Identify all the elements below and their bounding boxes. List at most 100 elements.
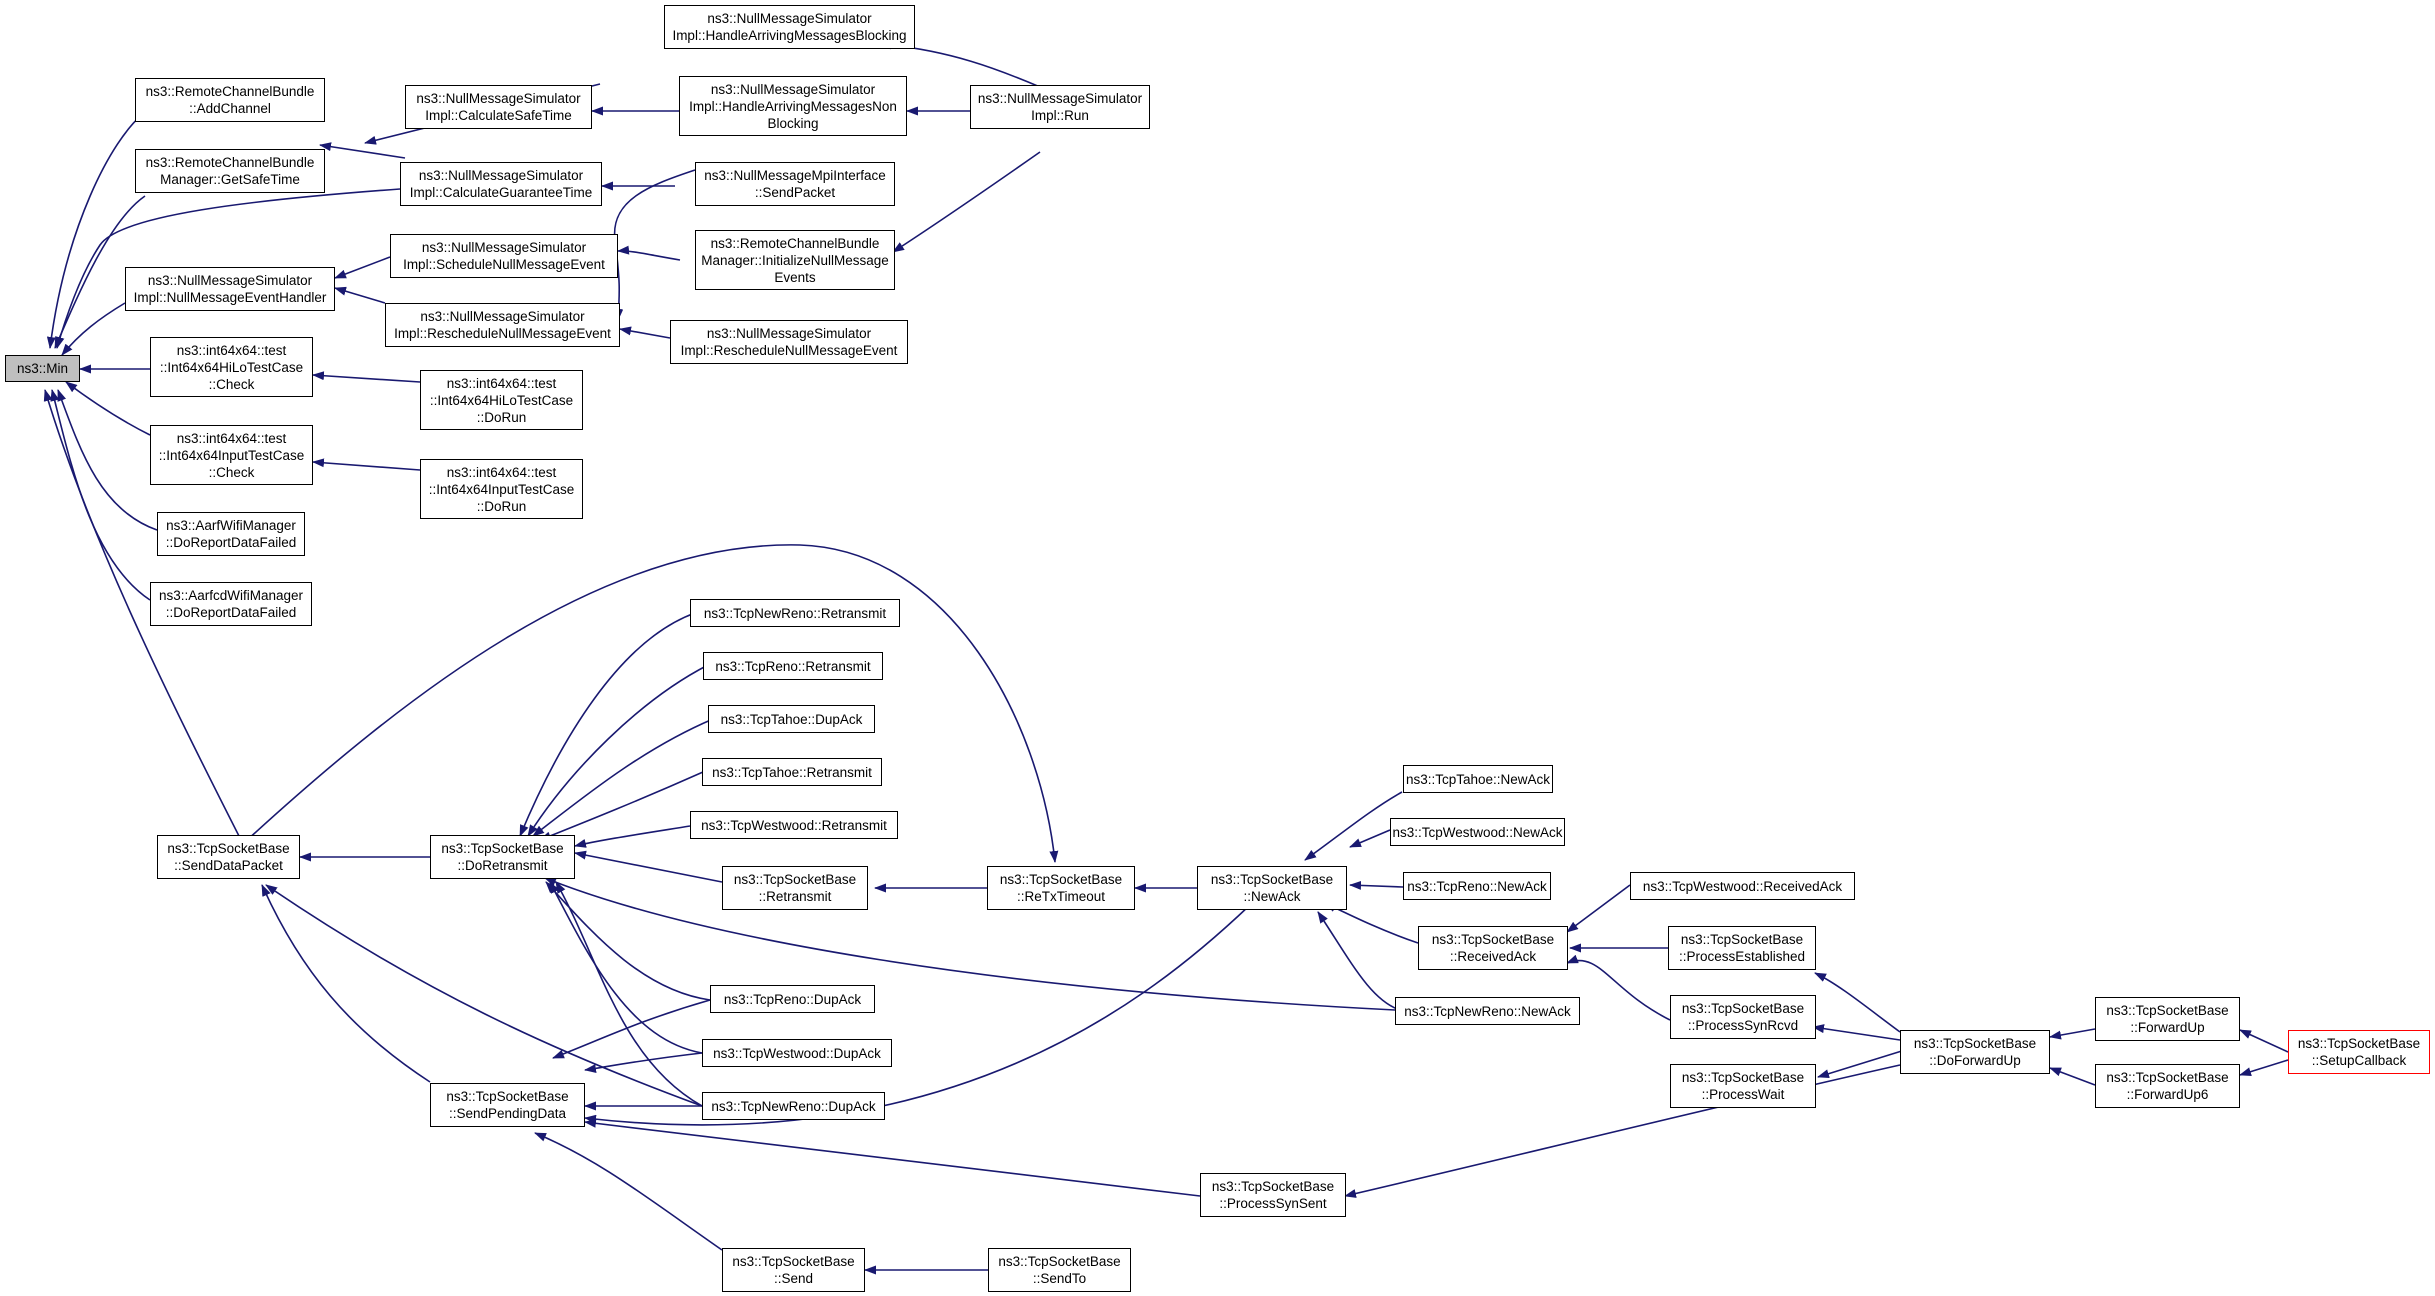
node-tsb-doretransmit[interactable]: ns3::TcpSocketBase ::DoRetransmit bbox=[430, 835, 575, 879]
node-nmsi-reschedule2[interactable]: ns3::NullMessageSimulator Impl::Reschedu… bbox=[670, 320, 908, 364]
node-tsb-sendto[interactable]: ns3::TcpSocketBase ::SendTo bbox=[988, 1248, 1131, 1292]
edge bbox=[2049, 1028, 2096, 1040]
edge bbox=[265, 884, 703, 1107]
node-hilo-check[interactable]: ns3::int64x64::test ::Int64x64HiLoTestCa… bbox=[150, 337, 313, 397]
node-tsb-processsynsent[interactable]: ns3::TcpSocketBase ::ProcessSynSent bbox=[1200, 1173, 1346, 1217]
edge bbox=[312, 458, 421, 471]
node-tsb-newack[interactable]: ns3::TcpSocketBase ::NewAck bbox=[1197, 866, 1347, 910]
node-nmsi-calcguarantee[interactable]: ns3::NullMessageSimulator Impl::Calculat… bbox=[400, 162, 602, 206]
edge bbox=[244, 544, 1059, 863]
node-newreno-dupack[interactable]: ns3::TcpNewReno::DupAck bbox=[702, 1092, 885, 1120]
node-rcbm-initnull[interactable]: ns3::RemoteChannelBundle Manager::Initia… bbox=[695, 230, 895, 290]
node-nmsi-schedule[interactable]: ns3::NullMessageSimulator Impl::Schedule… bbox=[390, 234, 618, 278]
node-nmsi-calcsafetime[interactable]: ns3::NullMessageSimulator Impl::Calculat… bbox=[405, 85, 592, 129]
node-reno-dupack[interactable]: ns3::TcpReno::DupAck bbox=[710, 985, 875, 1013]
edge bbox=[65, 381, 151, 436]
edge bbox=[2239, 1059, 2289, 1077]
node-rcb-addchannel[interactable]: ns3::RemoteChannelBundle ::AddChannel bbox=[135, 78, 325, 122]
node-tsb-receivedack[interactable]: ns3::TcpSocketBase ::ReceivedAck bbox=[1418, 926, 1568, 970]
node-westwood-dupack[interactable]: ns3::TcpWestwood::DupAck bbox=[702, 1039, 892, 1067]
node-tsb-sendpendingdata[interactable]: ns3::TcpSocketBase ::SendPendingData bbox=[430, 1083, 585, 1127]
edge bbox=[532, 718, 714, 837]
edge bbox=[50, 389, 151, 601]
node-newreno-retransmit[interactable]: ns3::TcpNewReno::Retransmit bbox=[690, 599, 900, 627]
edge bbox=[334, 286, 386, 304]
edge bbox=[1349, 880, 1404, 890]
node-min[interactable]: ns3::Min bbox=[5, 355, 80, 382]
edge bbox=[545, 881, 711, 1001]
node-nmsi-eventhandler[interactable]: ns3::NullMessageSimulator Impl::NullMess… bbox=[125, 267, 335, 311]
edge bbox=[574, 850, 723, 883]
node-tsb-setupcallback[interactable]: ns3::TcpSocketBase ::SetupCallback bbox=[2288, 1030, 2430, 1074]
edge bbox=[1304, 791, 1403, 861]
node-westwood-receivedack[interactable]: ns3::TcpWestwood::ReceivedAck bbox=[1630, 872, 1855, 900]
edge bbox=[544, 877, 1396, 1011]
node-tsb-send[interactable]: ns3::TcpSocketBase ::Send bbox=[722, 1248, 865, 1292]
edge bbox=[534, 1132, 723, 1251]
edge bbox=[46, 111, 146, 349]
node-reno-newack[interactable]: ns3::TcpReno::NewAck bbox=[1403, 872, 1551, 900]
edge bbox=[1566, 884, 1631, 933]
edge bbox=[892, 151, 1041, 253]
node-nmmi-sendpacket[interactable]: ns3::NullMessageMpiInterface ::SendPacke… bbox=[695, 162, 895, 206]
node-westwood-retransmit[interactable]: ns3::TcpWestwood::Retransmit bbox=[690, 811, 898, 839]
edge bbox=[1812, 1024, 1901, 1041]
edge bbox=[519, 612, 696, 837]
node-tsb-processwait[interactable]: ns3::TcpSocketBase ::ProcessWait bbox=[1670, 1064, 1816, 1108]
node-aarf-fail[interactable]: ns3::AarfWifiManager ::DoReportDataFaile… bbox=[157, 512, 305, 556]
edge bbox=[584, 904, 1251, 1126]
node-rcbm-getsafetime[interactable]: ns3::RemoteChannelBundle Manager::GetSaf… bbox=[135, 149, 325, 193]
node-input-check[interactable]: ns3::int64x64::test ::Int64x64InputTestC… bbox=[150, 425, 313, 485]
edge bbox=[1349, 829, 1391, 848]
node-tsb-processestablished[interactable]: ns3::TcpSocketBase ::ProcessEstablished bbox=[1668, 926, 1816, 970]
edge bbox=[43, 389, 241, 839]
edge bbox=[617, 245, 681, 261]
edge bbox=[527, 664, 709, 837]
node-tahoe-dupack[interactable]: ns3::TcpTahoe::DupAck bbox=[708, 705, 875, 733]
node-aarfcd-fail[interactable]: ns3::AarfcdWifiManager ::DoReportDataFai… bbox=[150, 582, 312, 626]
node-hilo-dorun[interactable]: ns3::int64x64::test ::Int64x64HiLoTestCa… bbox=[420, 370, 583, 430]
node-input-dorun[interactable]: ns3::int64x64::test ::Int64x64InputTestC… bbox=[420, 459, 583, 519]
node-nmsi-reschedule1[interactable]: ns3::NullMessageSimulator Impl::Reschedu… bbox=[385, 303, 620, 347]
edge bbox=[2049, 1067, 2096, 1086]
node-tsb-senddatapacket[interactable]: ns3::TcpSocketBase ::SendDataPacket bbox=[157, 835, 300, 879]
edge bbox=[1344, 1064, 1901, 1198]
node-tsb-retxtimeout[interactable]: ns3::TcpSocketBase ::ReTxTimeout bbox=[987, 866, 1135, 910]
node-tsb-forwardup6[interactable]: ns3::TcpSocketBase ::ForwardUp6 bbox=[2095, 1064, 2240, 1108]
edge bbox=[539, 771, 704, 841]
node-tsb-forwardup[interactable]: ns3::TcpSocketBase ::ForwardUp bbox=[2095, 997, 2240, 1041]
node-tsb-processsynrcvd[interactable]: ns3::TcpSocketBase ::ProcessSynRcvd bbox=[1670, 995, 1816, 1039]
node-reno-retransmit[interactable]: ns3::TcpReno::Retransmit bbox=[703, 652, 883, 680]
edge bbox=[584, 1052, 703, 1074]
edge bbox=[2239, 1029, 2289, 1053]
node-tahoe-retransmit[interactable]: ns3::TcpTahoe::Retransmit bbox=[702, 758, 882, 786]
node-nmsi-handleblocking[interactable]: ns3::NullMessageSimulator Impl::HandleAr… bbox=[664, 5, 915, 49]
edge bbox=[61, 302, 126, 356]
edge bbox=[574, 825, 691, 848]
node-westwood-newack[interactable]: ns3::TcpWestwood::NewAck bbox=[1390, 818, 1565, 846]
edge bbox=[619, 326, 671, 339]
edge bbox=[555, 881, 703, 1107]
edge bbox=[55, 188, 401, 349]
edge bbox=[57, 389, 158, 531]
edge bbox=[334, 256, 391, 279]
edge bbox=[613, 169, 696, 321]
edge bbox=[261, 884, 431, 1083]
edge bbox=[319, 142, 406, 159]
node-tsb-retransmit[interactable]: ns3::TcpSocketBase ::Retransmit bbox=[722, 866, 868, 910]
edge bbox=[549, 881, 703, 1054]
node-nmsi-run[interactable]: ns3::NullMessageSimulator Impl::Run bbox=[970, 85, 1150, 129]
edge bbox=[1814, 972, 1901, 1033]
node-tsb-doforwardup[interactable]: ns3::TcpSocketBase ::DoForwardUp bbox=[1900, 1030, 2050, 1074]
edge bbox=[1566, 954, 1671, 1021]
node-newreno-newack[interactable]: ns3::TcpNewReno::NewAck bbox=[1395, 997, 1580, 1025]
node-nmsi-handlenonblocking[interactable]: ns3::NullMessageSimulator Impl::HandleAr… bbox=[679, 76, 907, 136]
node-tahoe-newack[interactable]: ns3::TcpTahoe::NewAck bbox=[1403, 765, 1553, 793]
edge bbox=[312, 371, 421, 383]
edge bbox=[584, 1118, 1201, 1197]
edge bbox=[1817, 1049, 1906, 1079]
edge bbox=[552, 999, 711, 1059]
edge bbox=[1317, 911, 1401, 1011]
